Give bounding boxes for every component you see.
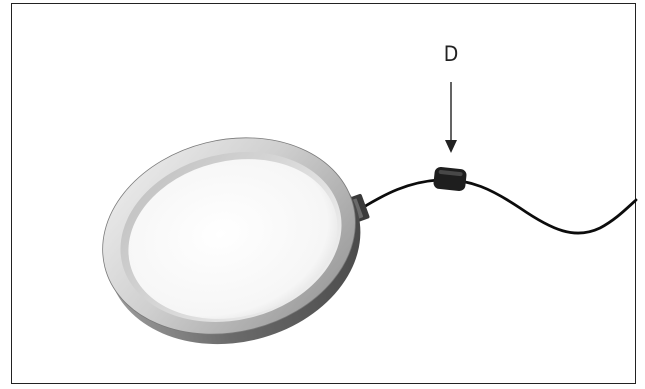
ferrite-bead: [433, 166, 467, 192]
light-panel: [128, 159, 338, 319]
callout-label-d: D: [443, 42, 459, 66]
callout-arrow: [445, 82, 457, 153]
power-cable: [360, 178, 638, 235]
